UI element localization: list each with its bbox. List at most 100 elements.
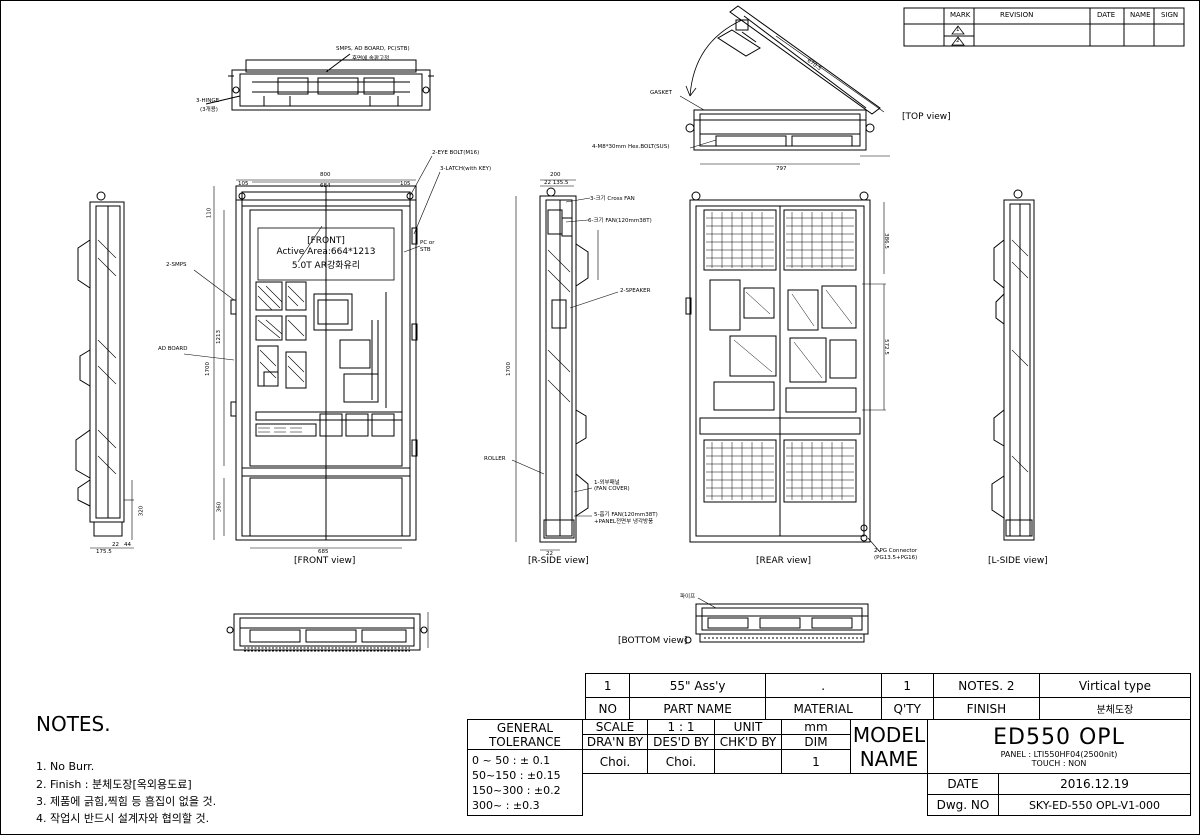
dim-front-width-inner: 684	[320, 183, 331, 189]
part-qty-value: 1	[880, 673, 934, 698]
callout-eye-bolt: 2-EYE BOLT(M16)	[432, 150, 480, 156]
callout-hinge-sub: (3개용)	[200, 107, 218, 113]
callout-fan-cover: 1-외부패널 (FAN COVER)	[594, 480, 630, 492]
callout-fan-bottom: 5-흡기 FAN(120mm38T)	[594, 512, 658, 518]
tolerance-values-cell: 0 ~ 50 : ± 0.1 50~150 : ±0.15 150~300 : …	[467, 749, 583, 816]
tolerance-row-4: 300~ : ±0.3	[472, 798, 540, 812]
dim-value: 1	[781, 749, 851, 774]
dim-rside-top: 200	[550, 172, 561, 178]
callout-fan: 6-크기 FAN(120mm38T)	[588, 218, 652, 224]
date-value: 2016.12.19	[998, 773, 1191, 795]
callout-roller: ROLLER	[484, 456, 506, 462]
rev-date-header: DATE	[1097, 11, 1116, 19]
dim-front-top: 110	[206, 207, 213, 219]
callout-hex-bolt: 4-M8*30mm Hex.BOLT(SUS)	[592, 144, 670, 150]
part-qty-label: Q'TY	[880, 697, 934, 720]
part-finish-paint: 분체도장	[1038, 697, 1192, 720]
part-name-label: PART NAME	[629, 697, 766, 720]
view-label-r-side: [R-SIDE view]	[528, 556, 589, 566]
model-value-cell: ED550 OPL PANEL : LTI550HF04(2500nit) TO…	[927, 719, 1191, 774]
dim-front-height: 1700	[205, 362, 211, 376]
rev-mark-1: 1	[956, 27, 960, 33]
rev-mark-2: 2	[956, 38, 960, 44]
note-item-4: 4. 작업시 반드시 설계자와 협의할 것.	[36, 812, 210, 825]
front-panel-glass: 5.0T AR강화유리	[291, 261, 361, 271]
dim-front-width: 800	[320, 172, 331, 178]
tolerance-row-3: 150~300 : ±0.2	[472, 783, 561, 797]
callout-pg-connector: 2-PG Connector	[874, 548, 918, 554]
callout-pg-connector-sub: (PG13.5+PG16)	[874, 555, 918, 561]
model-label: MODEL	[852, 722, 926, 747]
callout-pc-stb: PC or STB	[420, 240, 435, 253]
view-label-bottom: [BOTTOM view]	[618, 636, 688, 646]
blank-cell	[582, 773, 928, 816]
front-panel-title: [FRONT]	[307, 236, 345, 246]
left-far-side-view	[75, 191, 134, 549]
callout-fan-bottom-sub: +PANEL전면부 냉각방풍	[594, 519, 654, 525]
tolerance-label: TOLERANCE	[488, 734, 562, 749]
dim-rside-bottom: 22	[546, 551, 553, 557]
part-no-label: NO	[584, 697, 631, 720]
rev-name-header: NAME	[1130, 11, 1151, 19]
callout-cross-fan: 3-크기 Cross FAN	[590, 196, 635, 202]
dim-rside-height: 1700	[506, 362, 512, 376]
part-material-value: .	[764, 673, 882, 698]
dim-lside-c: 44	[124, 542, 131, 548]
scale-label: SCALE	[582, 719, 648, 735]
part-finish-label: FINISH	[932, 697, 1040, 720]
checked-by-label: CHK'D BY	[714, 734, 782, 750]
rev-sign-header: SIGN	[1161, 11, 1179, 19]
model-name-label-cell: MODEL NAME	[850, 719, 928, 774]
part-finish-value: NOTES. 2	[932, 673, 1040, 698]
dim-rear-h1: 386.5	[882, 233, 889, 249]
l-side-view	[991, 189, 1035, 541]
view-label-front: [FRONT view]	[294, 556, 356, 566]
callout-smps-top-sub: 후면에 속판고정	[352, 56, 390, 62]
panel-spec: PANEL : LTI550HF04(2500nit)	[1000, 750, 1118, 759]
dim-front-side-l: 105	[238, 181, 249, 187]
unit-label: UNIT	[714, 719, 782, 735]
tolerance-row-1: 0 ~ 50 : ± 0.1	[472, 753, 551, 767]
callout-ad-board: AD BOARD	[158, 346, 188, 352]
callout-smps: 2-SMPS	[166, 262, 187, 268]
callout-hinge: 3-HINGE	[196, 98, 220, 104]
drawn-by-label: DRA'N BY	[582, 734, 648, 750]
checked-by-value	[714, 749, 782, 774]
callout-latch: 3-LATCH(with KEY)	[440, 166, 492, 172]
callout-bottom-tag: 파이프	[680, 594, 696, 600]
dwg-no-value: SKY-ED-550 OPL-V1-000	[998, 794, 1191, 816]
view-label-top: [TOP view]	[902, 112, 951, 122]
front-panel-active-area: Active Area:664*1213	[276, 247, 376, 257]
note-item-2: 2. Finish : 분체도장[옥외용도료]	[36, 778, 192, 791]
model-value: ED550 OPL	[993, 725, 1125, 750]
view-label-rear: [REAR view]	[756, 556, 811, 566]
bottom-view	[684, 597, 869, 644]
dim-rear-h2: 572.5	[882, 339, 889, 355]
callout-gasket: GASKET	[650, 90, 672, 96]
unit-value: mm	[781, 719, 851, 735]
dim-lside-b: 22	[112, 542, 119, 548]
revision-table-grid	[903, 7, 1185, 47]
dim-front-bottom: 685	[318, 549, 329, 555]
rev-revision-header: REVISION	[1000, 11, 1034, 19]
rev-mark-header: MARK	[950, 11, 971, 19]
designed-by-label: DES'D BY	[647, 734, 715, 750]
dim-front-lower: 360	[216, 501, 223, 513]
dim-lside-w: 175.5	[96, 549, 112, 555]
general-label: GENERAL	[496, 720, 554, 735]
date-label: DATE	[927, 773, 999, 795]
front-view	[183, 155, 441, 549]
dim-rside-sub: 22 135.5	[544, 180, 569, 186]
touch-spec: TOUCH : NON	[1031, 759, 1087, 768]
parts-list-table: 1 55" Ass'y . 1 NOTES. 2 Virtical type N…	[584, 673, 1192, 720]
part-name-value: 55" Ass'y	[629, 673, 766, 698]
dim-top-width: 797	[776, 166, 787, 172]
scale-value: 1 : 1	[647, 719, 715, 735]
part-material-label: MATERIAL	[764, 697, 882, 720]
designed-by-value: Choi.	[647, 749, 715, 774]
part-type-value: Virtical type	[1038, 673, 1192, 698]
dim-label: DIM	[781, 734, 851, 750]
callout-speaker: 2-SPEAKER	[620, 288, 651, 294]
